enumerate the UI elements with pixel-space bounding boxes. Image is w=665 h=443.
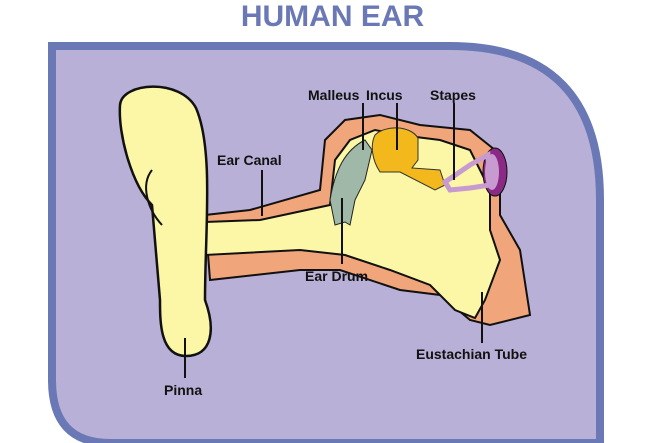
diagram-title: HUMAN EAR — [240, 0, 425, 33]
ear-drum — [329, 139, 373, 226]
label-ear-drum: Ear Drum — [305, 268, 369, 284]
label-incus: Incus — [366, 87, 403, 103]
label-pinna: Pinna — [164, 382, 203, 398]
label-eustachian-tube: Eustachian Tube — [416, 346, 527, 362]
label-ear-canal: Ear Canal — [217, 152, 282, 168]
stapes — [441, 150, 493, 193]
label-malleus: Malleus — [308, 87, 360, 103]
incus — [371, 127, 446, 191]
leader-lines — [184, 103, 483, 378]
label-stapes: Stapes — [430, 87, 476, 103]
pinna-fold — [145, 169, 163, 226]
